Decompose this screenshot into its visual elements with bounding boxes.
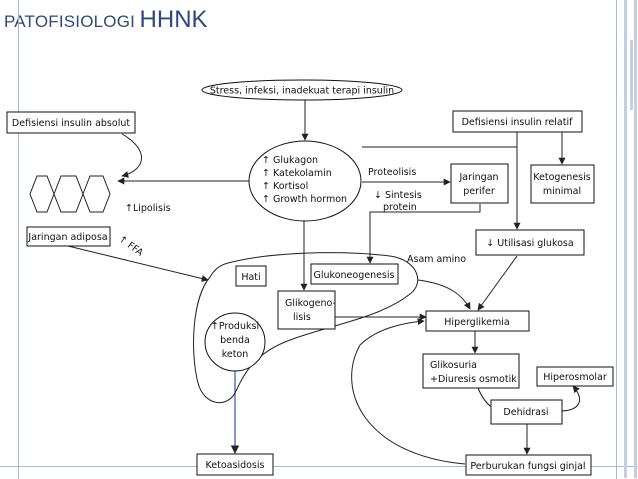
node-glukoneogenesis: Glukoneogenesis xyxy=(310,263,399,285)
decor-bar-3 xyxy=(634,0,637,478)
slide-title: PATOFISIOLOGI HHNK xyxy=(4,6,208,34)
svg-text:↑ Glukagon: ↑ Glukagon xyxy=(262,155,318,166)
left-margin-rule xyxy=(18,0,19,479)
svg-text:keton: keton xyxy=(222,349,249,360)
svg-text:Glikogeno-: Glikogeno- xyxy=(285,298,336,309)
title-prefix: PATOFISIOLOGI xyxy=(4,12,136,31)
node-glikosuria: Glikosuria +Diuresis osmotik xyxy=(422,353,520,389)
svg-text:Dehidrasi: Dehidrasi xyxy=(503,407,548,418)
liver-outline xyxy=(193,252,419,404)
node-jaringan-perifer: Jaringan perifer xyxy=(450,163,509,204)
label-lipolisis: ↑Lipolisis xyxy=(125,203,171,214)
svg-text:Jaringan adiposa: Jaringan adiposa xyxy=(27,232,107,243)
svg-text:Ketoasidosis: Ketoasidosis xyxy=(206,460,265,471)
svg-text:↑ Growth hormon: ↑ Growth hormon xyxy=(262,194,347,205)
node-hiperosmolar: Hiperosmolar xyxy=(536,366,614,387)
svg-text:↓ Utilisasi glukosa: ↓ Utilisasi glukosa xyxy=(486,238,573,249)
svg-text:Hiperosmolar: Hiperosmolar xyxy=(543,372,607,383)
arrow-ffa-to-liver xyxy=(67,245,209,282)
svg-text:Jaringan: Jaringan xyxy=(458,172,498,183)
node-perburukan-ginjal: Perburukan fungsi ginjal xyxy=(465,454,592,476)
node-defisiensi-absolut: Defisiensi insulin absolut xyxy=(6,111,136,134)
node-ketoasidosis: Ketoasidosis xyxy=(196,453,274,476)
node-hormones: ↑ Glukagon ↑ Katekolamin ↑ Kortisol ↑ Gr… xyxy=(248,140,362,222)
svg-text:Glukoneogenesis: Glukoneogenesis xyxy=(314,270,395,281)
node-jaringan-adiposa: Jaringan adiposa xyxy=(26,226,111,247)
node-glikogenolisis: Glikogeno- lisis xyxy=(277,290,336,330)
decor-bar-2 xyxy=(630,40,633,110)
label-ffa: ↑ FFA xyxy=(116,234,145,259)
arrow-dehidrasi-to-hiperosmolar xyxy=(561,385,581,412)
svg-text:↑Produksi: ↑Produksi xyxy=(211,321,259,332)
svg-text:↑ Katekolamin: ↑ Katekolamin xyxy=(262,168,332,179)
svg-text:benda: benda xyxy=(220,335,250,346)
arrow-perifer-to-glukoneogenesis xyxy=(366,204,481,264)
node-hiperglikemia: Hiperglikemia xyxy=(425,310,530,332)
svg-text:Glikosuria: Glikosuria xyxy=(430,360,477,371)
svg-text:Hati: Hati xyxy=(241,272,260,283)
line-relatif-to-hormones xyxy=(362,131,518,148)
arrow-glukoneo-to-hiperglikemia xyxy=(417,279,471,310)
label-proteolisis: Proteolisis xyxy=(368,167,416,178)
svg-text:lisis: lisis xyxy=(293,312,311,323)
bottom-margin-rule xyxy=(0,466,638,467)
node-stress: Stress, infeksi, inadekuat terapi insuli… xyxy=(201,79,403,101)
node-produksi-keton: ↑Produksi benda keton xyxy=(204,312,266,372)
svg-text:Defisiensi insulin relatif: Defisiensi insulin relatif xyxy=(462,117,574,128)
label-sintesis-1: ↓ Sintesis xyxy=(374,190,422,201)
node-defisiensi-relatif: Defisiensi insulin relatif xyxy=(452,110,583,133)
svg-text:↑ Kortisol: ↑ Kortisol xyxy=(262,181,308,192)
label-asam-amino: Asam amino xyxy=(407,254,466,265)
connectors xyxy=(67,97,581,465)
node-ketogenesis: Ketogenesis minimal xyxy=(530,164,595,204)
svg-text:perifer: perifer xyxy=(463,186,495,197)
right-margin-rule xyxy=(616,0,617,479)
arrow-absolut-down xyxy=(121,133,142,178)
decor-bar-1 xyxy=(624,0,627,478)
svg-text:Stress, infeksi, inadekuat ter: Stress, infeksi, inadekuat terapi insuli… xyxy=(210,86,394,97)
hexagon-chain xyxy=(29,175,111,213)
title-suffix: HHNK xyxy=(139,6,208,33)
node-utilisasi-glukosa: ↓ Utilisasi glukosa xyxy=(475,229,585,256)
svg-text:Hiperglikemia: Hiperglikemia xyxy=(444,317,509,328)
svg-text:+Diuresis osmotik: +Diuresis osmotik xyxy=(430,374,517,385)
node-dehidrasi: Dehidrasi xyxy=(490,399,563,425)
label-sintesis-2: protein xyxy=(383,202,417,213)
arrow-perburukan-to-hiperglikemia xyxy=(351,318,466,465)
arrow-utilisasi-to-hiperglikemia xyxy=(477,255,518,311)
svg-text:Defisiensi insulin absolut: Defisiensi insulin absolut xyxy=(12,118,130,129)
node-hati: Hati xyxy=(235,265,267,287)
svg-text:Ketogenesis: Ketogenesis xyxy=(533,172,590,183)
svg-text:minimal: minimal xyxy=(543,186,581,197)
svg-text:Perburukan fungsi ginjal: Perburukan fungsi ginjal xyxy=(470,461,585,472)
